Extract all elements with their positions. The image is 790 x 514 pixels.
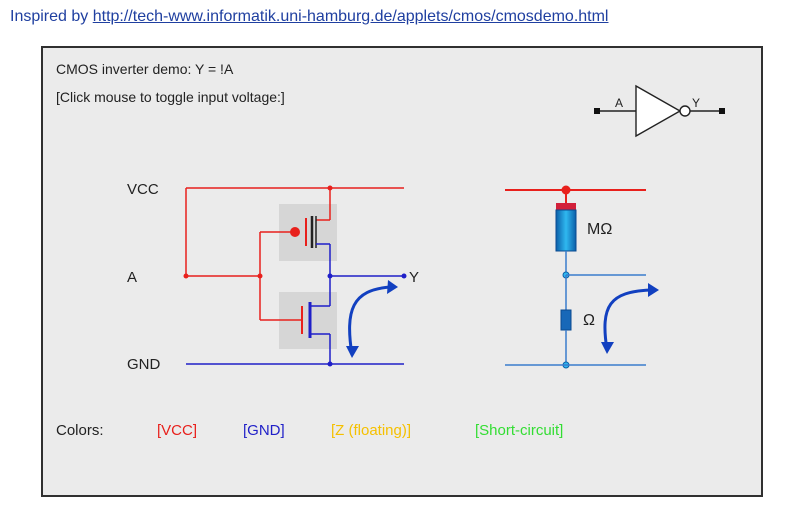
output-terminal (401, 273, 407, 279)
output-node (327, 273, 333, 279)
gate-bubble (679, 105, 691, 117)
legend-vcc: [VCC] (157, 422, 197, 439)
gate-input-pin (594, 108, 600, 114)
high-resistance-label: MΩ (587, 221, 612, 238)
equivalent-model: MΩ Ω (505, 185, 659, 369)
legend-short: [Short-circuit] (475, 422, 563, 439)
vcc-wires (185, 187, 404, 334)
header: Inspired by http://tech-www.informatik.u… (10, 8, 608, 26)
gate-triangle (635, 84, 682, 138)
gnd-label: GND (127, 356, 161, 373)
gnd-wires (186, 244, 404, 365)
pmos-gate-bubble (290, 227, 300, 237)
legend-floating: [Z (floating)] (331, 422, 411, 439)
gate-split-node (257, 273, 263, 279)
gnd-node (327, 361, 333, 367)
right-current-arrow (603, 288, 651, 351)
inverter-gate-symbol: A Y (594, 84, 725, 138)
header-prefix: Inspired by (10, 8, 89, 25)
source-link[interactable]: http://tech-www.informatik.uni-hamburg.d… (92, 8, 609, 25)
gate-output-label: Y (692, 96, 700, 110)
input-node[interactable] (183, 273, 189, 279)
demo-title: CMOS inverter demo: Y = !A (56, 61, 234, 77)
low-resistor (560, 309, 572, 331)
output-y-label: Y (409, 269, 419, 286)
low-resistance-label: Ω (583, 312, 595, 329)
legend-title: Colors: (56, 422, 104, 439)
left-current-arrow (348, 285, 391, 356)
gate-input-label: A (615, 96, 623, 110)
demo-instruction[interactable]: [Click mouse to toggle input voltage:] (56, 89, 285, 105)
legend-gnd: [GND] (243, 422, 285, 439)
gate-output-pin (719, 108, 725, 114)
high-res-cap (556, 203, 576, 210)
input-a-label: A (127, 269, 137, 286)
high-resistor (555, 209, 577, 252)
vcc-label: VCC (127, 181, 159, 198)
vcc-node (327, 185, 333, 191)
